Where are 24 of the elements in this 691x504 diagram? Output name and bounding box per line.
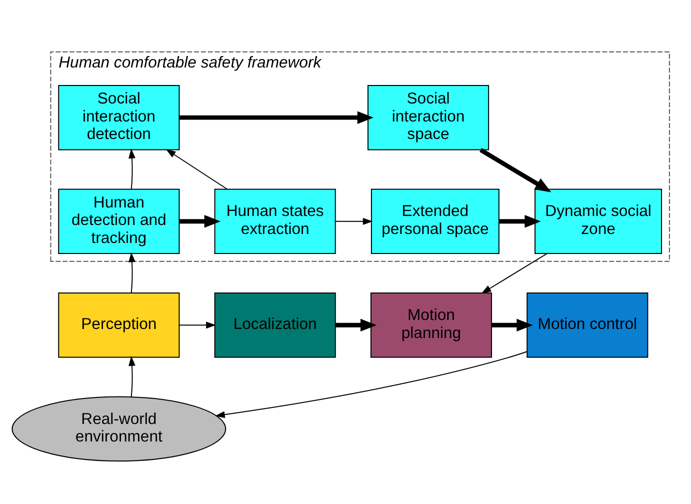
arrow [499, 214, 541, 228]
node-box: Human detection and tracking [58, 188, 180, 254]
arrow [128, 252, 136, 293]
arrow [179, 214, 221, 228]
node-box: Human states extraction [214, 188, 336, 254]
node-box: Localization [214, 292, 336, 358]
arrow [166, 148, 228, 190]
arrow [128, 148, 136, 189]
node-box: Social interaction detection [58, 84, 180, 150]
arrow [492, 318, 533, 332]
node-box: Dynamic social zone [534, 188, 662, 254]
arrow [480, 148, 552, 192]
node-box: Motion planning [370, 292, 492, 358]
node-box: Motion control [526, 292, 648, 358]
arrow [179, 110, 374, 124]
node-box: Social interaction space [368, 84, 490, 150]
arrow [214, 350, 528, 418]
arrow [178, 321, 216, 328]
node-box: Extended personal space [370, 188, 500, 254]
arrow [335, 318, 377, 332]
arrow [481, 252, 548, 294]
node-box: Perception [58, 292, 180, 358]
arrow [128, 356, 136, 397]
arrow [334, 217, 373, 224]
